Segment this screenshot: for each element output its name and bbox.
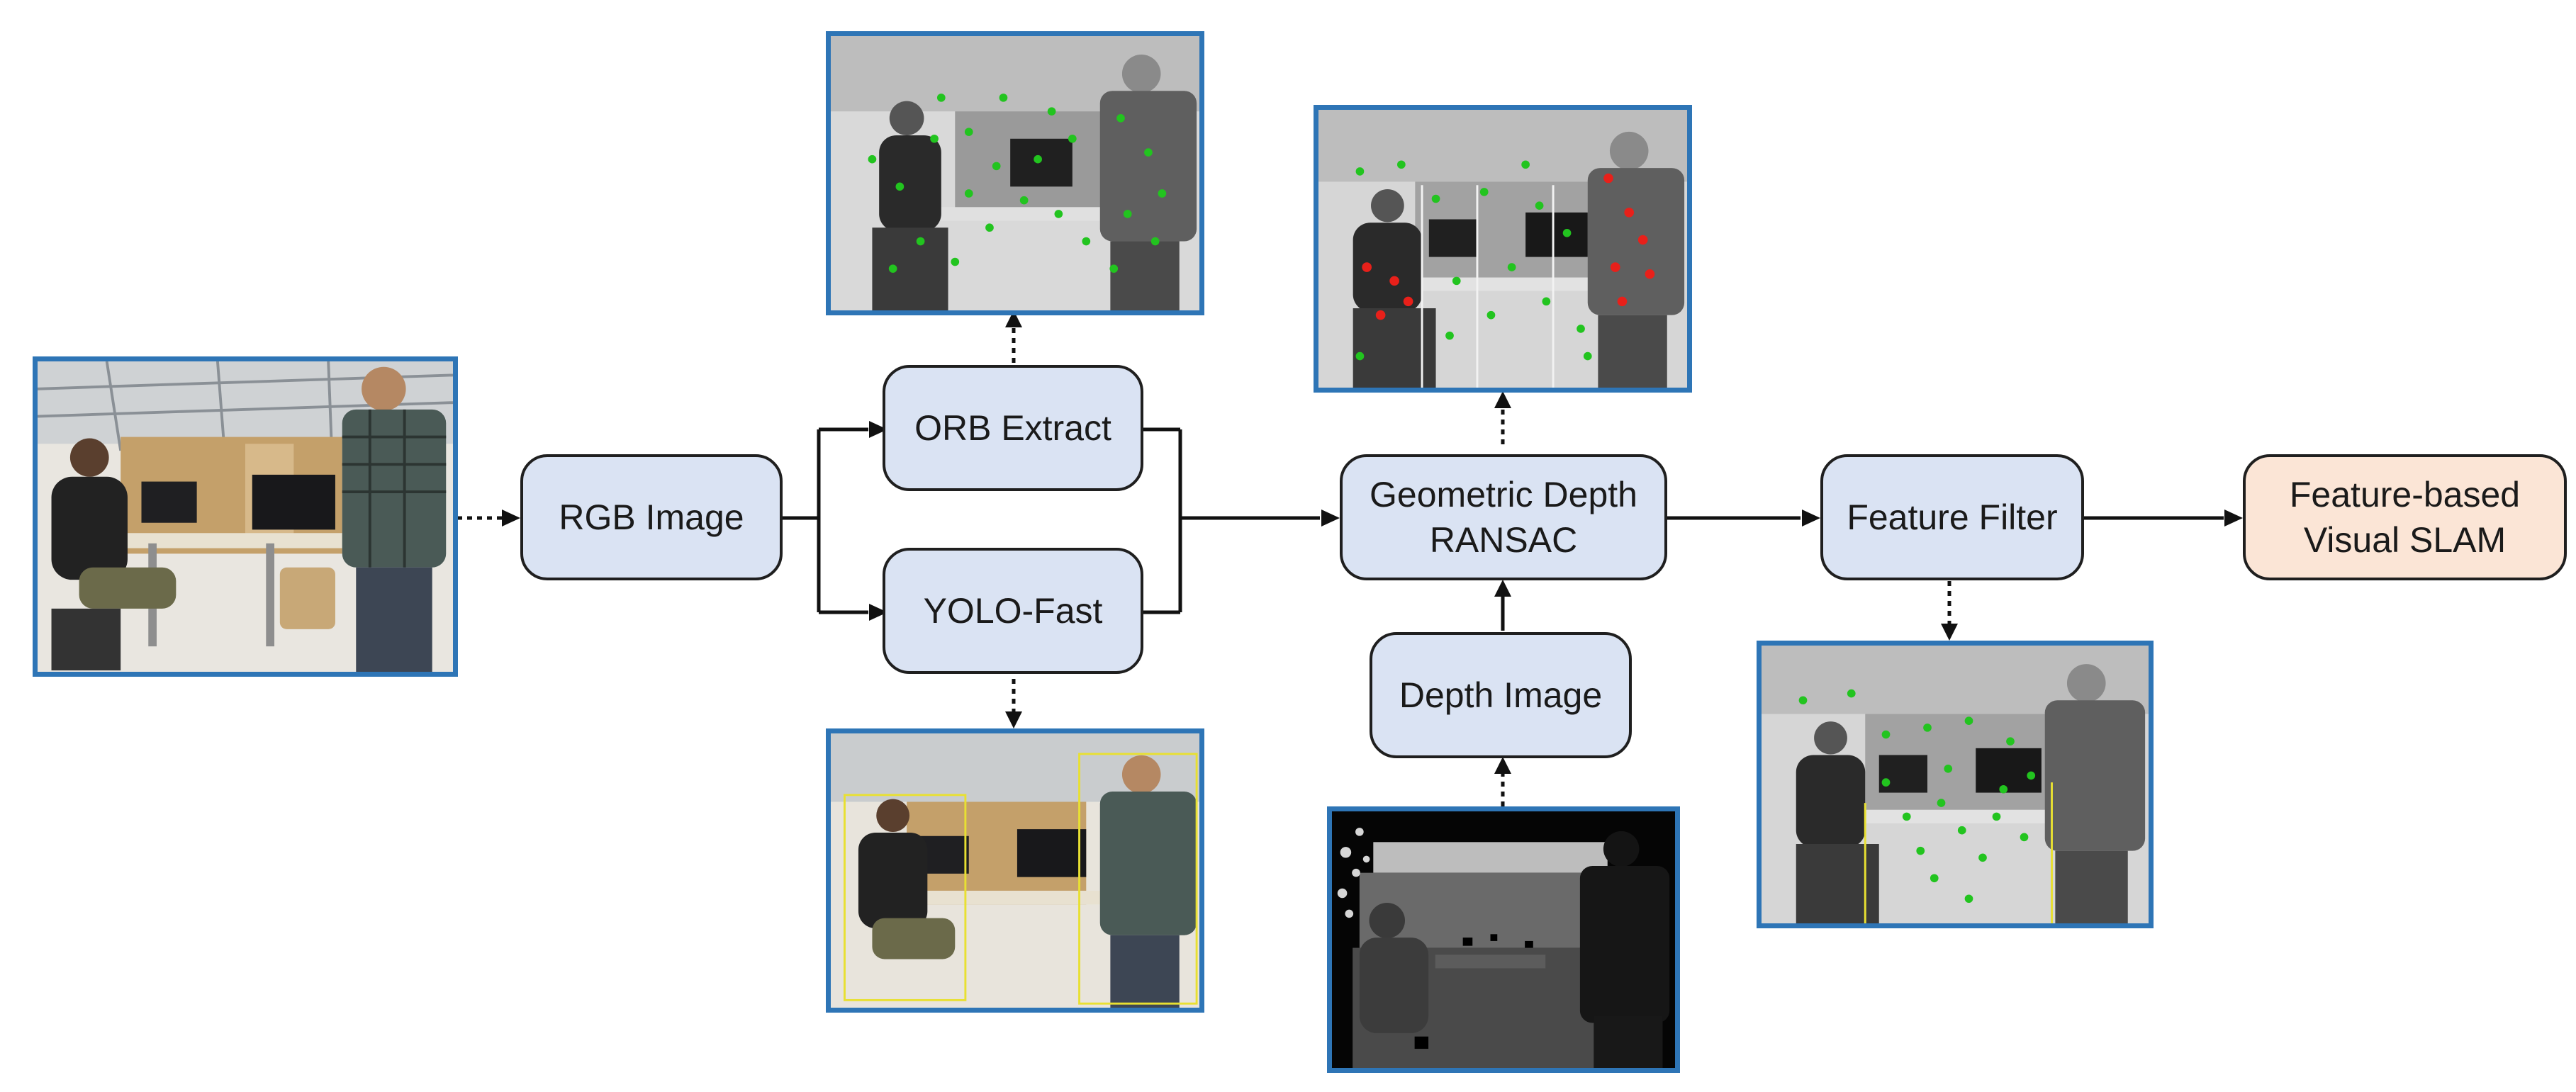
rgb-image-label: RGB Image [559, 497, 744, 537]
depth-image-label: Depth Image [1399, 675, 1603, 715]
arrowhead-filter-photo [1941, 624, 1958, 641]
arrowhead-yolo [869, 604, 887, 621]
feature-filter-node: Feature Filter [1820, 454, 2084, 580]
arrowhead-geo [1321, 510, 1340, 527]
yolo-fast-node: YOLO-Fast [883, 548, 1143, 674]
arrowhead-orb [869, 421, 887, 438]
arrowhead-geo-photo [1494, 391, 1511, 408]
depth-map-photo [1327, 806, 1680, 1073]
orb-extract-node: ORB Extract [883, 365, 1143, 491]
orb-extract-label: ORB Extract [914, 408, 1111, 448]
depth-image-node: Depth Image [1370, 632, 1632, 758]
feature-filter-label: Feature Filter [1847, 497, 2058, 537]
filtered-keypoints-photo [1757, 641, 2154, 928]
ransac-keypoints-photo [1314, 105, 1692, 393]
arrowhead-slam [2224, 510, 2243, 527]
rgb-scene-photo-icon [38, 361, 453, 672]
arrowhead-rgb [502, 510, 520, 527]
geometric-depth-label-line2: RANSAC [1429, 520, 1578, 560]
arrowhead-yolo-photo [1005, 711, 1022, 728]
yolo-detection-photo-icon [831, 733, 1199, 1008]
arrowhead-depth-geo [1494, 580, 1511, 597]
visual-slam-node: Feature-based Visual SLAM [2243, 454, 2567, 580]
visual-slam-label-line2: Visual SLAM [2303, 520, 2507, 560]
ransac-classified-keypoints-photo-icon [1318, 110, 1687, 388]
yolo-detection-photo [826, 728, 1204, 1013]
geometric-depth-ransac-node: Geometric Depth RANSAC [1340, 454, 1667, 580]
orb-keypoints-photo-icon [831, 36, 1199, 310]
filtered-keypoints-photo-icon [1762, 646, 2149, 923]
input-rgb-photo [33, 356, 458, 677]
yolo-fast-label: YOLO-Fast [923, 591, 1103, 631]
arrowhead-orb-photo [1005, 310, 1022, 327]
rgb-image-node: RGB Image [520, 454, 783, 580]
arrowhead-depthphoto-depth [1494, 757, 1511, 774]
visual-slam-label-line1: Feature-based [2289, 475, 2521, 514]
geometric-depth-label-line1: Geometric Depth [1370, 475, 1637, 514]
orb-keypoints-photo [826, 31, 1204, 315]
arrowhead-filter [1802, 510, 1820, 527]
depth-map-photo-icon [1332, 811, 1675, 1068]
